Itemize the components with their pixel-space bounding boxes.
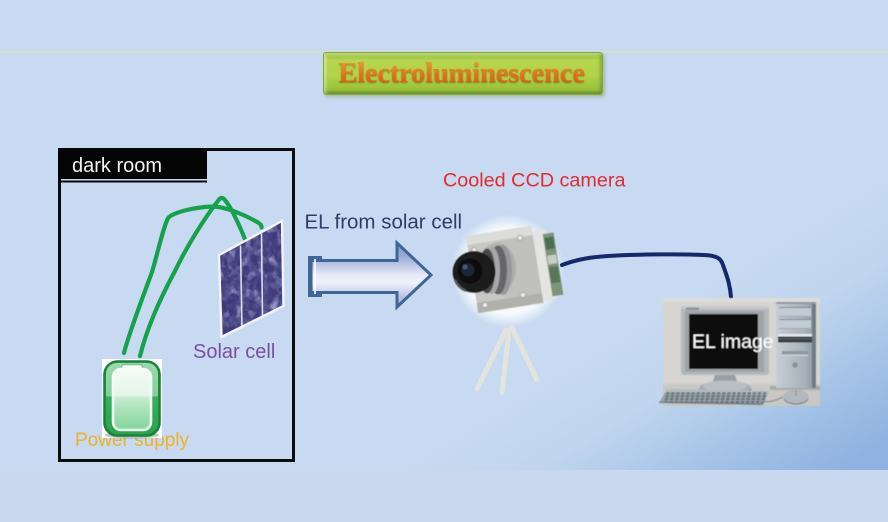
svg-text:Solar cell: Solar cell: [193, 341, 275, 363]
svg-text:EL image: EL image: [692, 331, 774, 353]
svg-text:EL from solar cell: EL from solar cell: [305, 211, 463, 234]
svg-text:Cooled CCD camera: Cooled CCD camera: [443, 170, 626, 192]
svg-text:dark room: dark room: [72, 155, 162, 177]
